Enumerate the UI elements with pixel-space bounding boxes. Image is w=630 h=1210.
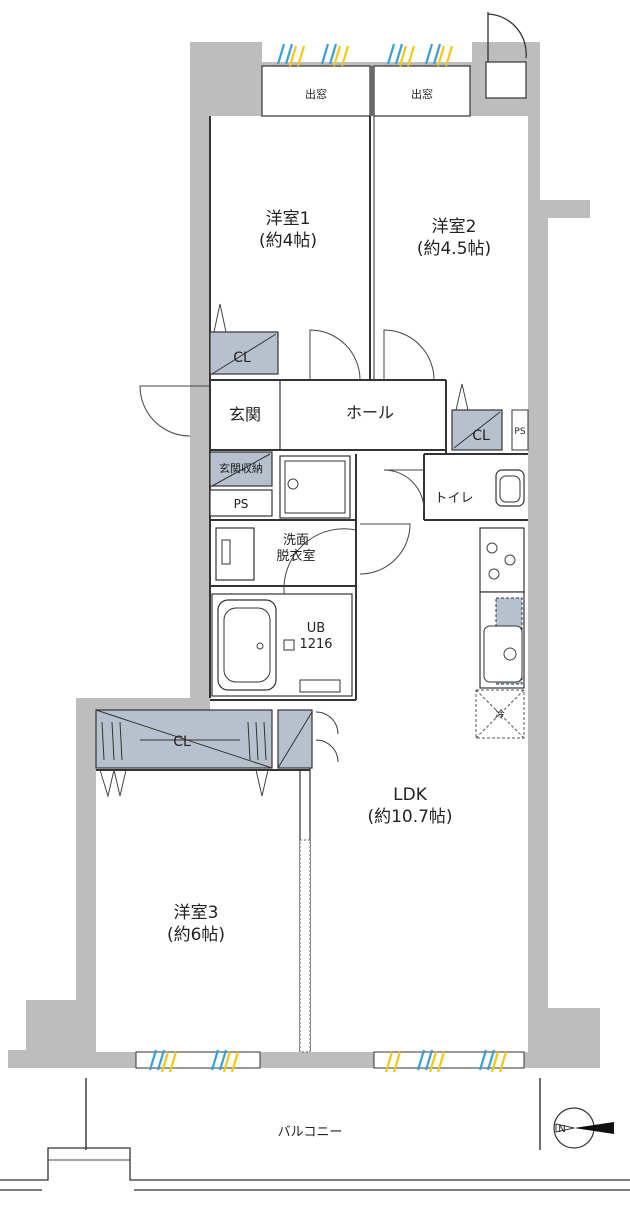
room3-size: (約6帖) bbox=[167, 925, 225, 945]
room1-name: 洋室1 bbox=[266, 209, 311, 229]
interior-walls bbox=[96, 116, 528, 1053]
top-window-marks bbox=[276, 43, 454, 67]
room3-name: 洋室3 bbox=[174, 903, 219, 923]
closet1-label: CL bbox=[233, 350, 251, 366]
labels: 出窓 出窓 洋室1 (約4帖) 洋室2 (約4.5帖) CL CL PS 玄関 … bbox=[167, 87, 566, 1140]
closet3-label: CL bbox=[173, 734, 191, 750]
room2-name: 洋室2 bbox=[432, 217, 477, 237]
ps2-label: PS bbox=[514, 427, 525, 437]
compass-icon bbox=[553, 1107, 614, 1149]
ldk-size: (約10.7帖) bbox=[367, 807, 452, 827]
unit-bath-label-1: UB bbox=[307, 621, 325, 636]
ps1-label: PS bbox=[234, 497, 249, 511]
fridge-label: 冷 bbox=[495, 708, 505, 721]
bay-windows bbox=[261, 65, 471, 117]
balcony-outline bbox=[0, 1078, 630, 1191]
bay-window-right-label: 出窓 bbox=[411, 87, 433, 101]
compass-north-label: N bbox=[558, 1124, 565, 1135]
closet2-label: CL bbox=[472, 428, 490, 444]
bottom-window-marks bbox=[135, 1049, 525, 1073]
entrance-label: 玄関 bbox=[229, 405, 261, 424]
balcony-label: バルコニー bbox=[278, 1125, 343, 1140]
closets bbox=[95, 303, 529, 798]
service-door bbox=[485, 12, 527, 99]
room1-size: (約4帖) bbox=[259, 231, 317, 251]
washroom-label-1: 洗面 bbox=[283, 533, 309, 548]
toilet-label: トイレ bbox=[434, 491, 473, 506]
unit-bath-label-2: 1216 bbox=[299, 637, 332, 652]
ldk-name: LDK bbox=[393, 785, 428, 805]
fixtures bbox=[211, 455, 525, 739]
washroom-label-2: 脱衣室 bbox=[276, 548, 315, 564]
hall-label: ホール bbox=[346, 403, 394, 422]
interior-floor bbox=[96, 116, 528, 1052]
entrance-storage-label: 玄関収納 bbox=[219, 461, 263, 475]
room2-size: (約4.5帖) bbox=[417, 239, 491, 259]
bay-window-left-label: 出窓 bbox=[305, 87, 327, 101]
